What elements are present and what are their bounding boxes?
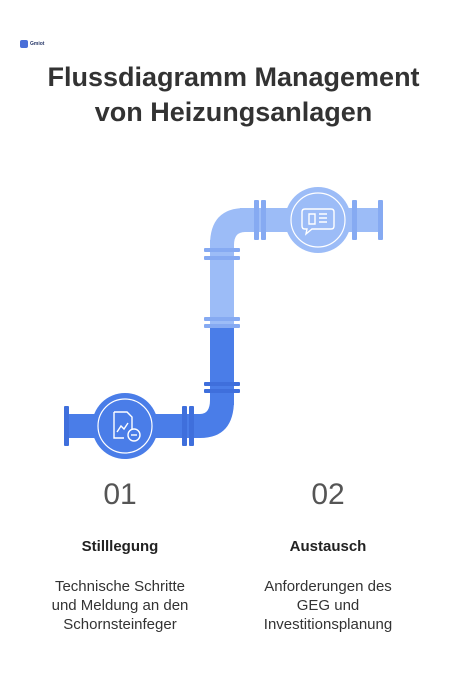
brand-logo: Gmiot [20, 40, 44, 48]
flange [189, 406, 194, 446]
flange [204, 389, 240, 393]
flange [204, 317, 240, 321]
logo-mark-icon [20, 40, 28, 48]
flange [204, 382, 240, 386]
flange [352, 200, 357, 240]
step-01-node [92, 393, 158, 459]
step-01: 01 Stilllegung Technische Schritte und M… [20, 478, 220, 634]
flange [182, 406, 187, 446]
step-number: 02 [311, 478, 345, 511]
step-02: 02 Austausch Anforderungen des GEG und I… [228, 478, 428, 634]
pipe-flow-diagram [64, 187, 383, 459]
vertical-pipe-light [210, 240, 234, 330]
flange [378, 200, 383, 240]
step-02-node [285, 187, 351, 253]
flange [261, 200, 266, 240]
flange [254, 200, 259, 240]
speech-bubble-document-icon [301, 208, 335, 236]
step-number: 01 [103, 478, 137, 511]
lower-elbow [195, 400, 234, 438]
upper-elbow [210, 208, 245, 245]
page-title: Flussdiagramm Management von Heizungsanl… [0, 60, 467, 130]
document-chart-minus-icon [113, 411, 141, 442]
step-heading: Austausch [289, 538, 367, 555]
flange [204, 324, 240, 328]
step-description: Technische Schritte und Meldung an den S… [51, 578, 189, 633]
step-heading: Stilllegung [81, 538, 159, 555]
step-description: Anforderungen des GEG und Investitionspl… [263, 578, 393, 633]
title-line-2: von Heizungsanlagen [94, 97, 373, 127]
flange [64, 406, 69, 446]
title-line-1: Flussdiagramm Management [47, 62, 420, 92]
logo-text: Gmiot [30, 41, 45, 47]
flange [204, 256, 240, 260]
flange [204, 248, 240, 252]
